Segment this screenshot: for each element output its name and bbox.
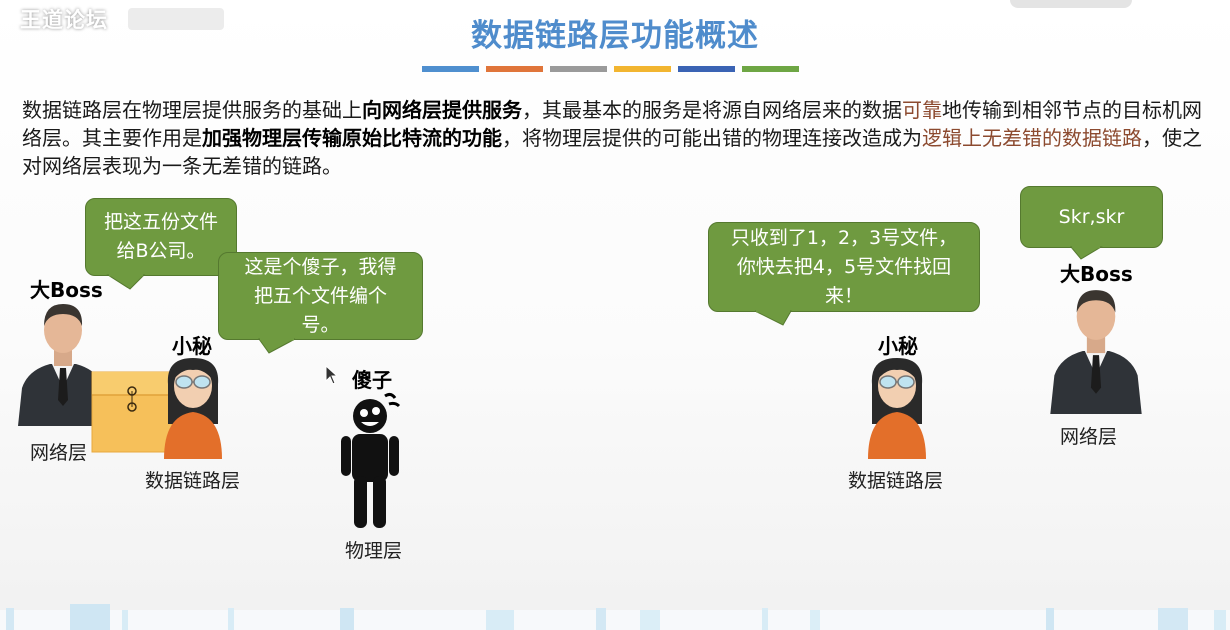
bubble-tail <box>1069 245 1103 260</box>
bubble-tail <box>106 273 146 290</box>
stripe-4 <box>614 66 671 72</box>
mouse-cursor-icon <box>325 365 339 385</box>
secretary-icon <box>164 358 222 459</box>
footer-decoration <box>0 604 1230 630</box>
para-bold: 加强物理层传输原始比特流的功能 <box>202 126 502 150</box>
para-text: ，将物理层提供的可能出错的物理连接改造成为 <box>502 126 922 150</box>
left-secretary-role: 小秘 <box>172 334 212 358</box>
slide-title: 数据链路层功能概述 <box>471 18 759 54</box>
speech-bubble-left-boss: 把这五份文件给B公司。 <box>85 198 237 290</box>
secretary-icon <box>868 358 926 459</box>
title-color-stripes <box>422 66 799 72</box>
bubble-tail <box>754 309 792 326</box>
stripe-5 <box>678 66 735 72</box>
para-text: 数据链路层在物理层提供服务的基础上 <box>22 98 362 122</box>
businessman-icon <box>18 304 108 426</box>
stripe-1 <box>422 66 479 72</box>
description-paragraph: 数据链路层在物理层提供服务的基础上向网络层提供服务，其最基本的服务是将源自网络层… <box>22 96 1212 180</box>
bubble-text: 把这五份文件给B公司。 <box>103 211 218 262</box>
left-boss-role: 大Boss <box>30 278 103 302</box>
top-right-decoration <box>1010 0 1132 8</box>
stripe-2 <box>486 66 543 72</box>
watermark-decoration <box>128 8 224 30</box>
right-boss-role: 大Boss <box>1060 262 1133 286</box>
para-highlight: 可靠 <box>902 98 942 122</box>
watermark-logo: 王道论坛 <box>20 8 108 32</box>
businessman-icon <box>1050 290 1142 414</box>
para-text: ，使之对网络层表现为一条无差错的链路。 <box>22 126 1202 178</box>
para-text: ，其最基本的服务是将源自网络层来的数据 <box>522 98 902 122</box>
fool-role: 傻子 <box>352 368 392 392</box>
right-secretary-layer-label: 数据链路层 <box>848 470 944 492</box>
speech-bubble-right-boss: Skr,skr <box>1020 186 1163 260</box>
speech-bubble-right-secretary: 只收到了1，2，3号文件，你快去把4，5号文件找回来！ <box>708 222 980 326</box>
bubble-text: 这是个傻子，我得把五个文件编个号。 <box>244 255 397 336</box>
para-highlight: 逻辑上无差错的数据链路 <box>922 126 1142 150</box>
fool-layer-label: 物理层 <box>345 540 403 562</box>
right-secretary-role: 小秘 <box>878 334 918 358</box>
left-secretary-layer-label: 数据链路层 <box>145 470 241 492</box>
speech-bubble-left-secretary: 这是个傻子，我得把五个文件编个号。 <box>218 252 423 354</box>
right-boss-layer-label: 网络层 <box>1060 426 1118 448</box>
stripe-6 <box>742 66 799 72</box>
stripe-3 <box>550 66 607 72</box>
para-bold: 向网络层提供服务 <box>362 98 522 122</box>
stick-figure-icon <box>341 392 401 528</box>
left-boss-layer-label: 网络层 <box>30 442 88 464</box>
para-text: 地传输到相邻节点的目标机网络层。其主要作用是 <box>22 98 1202 150</box>
bubble-tail <box>258 337 296 354</box>
bubble-text: 只收到了1，2，3号文件，你快去把4，5号文件找回来！ <box>730 226 958 307</box>
bubble-text: Skr,skr <box>1058 205 1125 228</box>
